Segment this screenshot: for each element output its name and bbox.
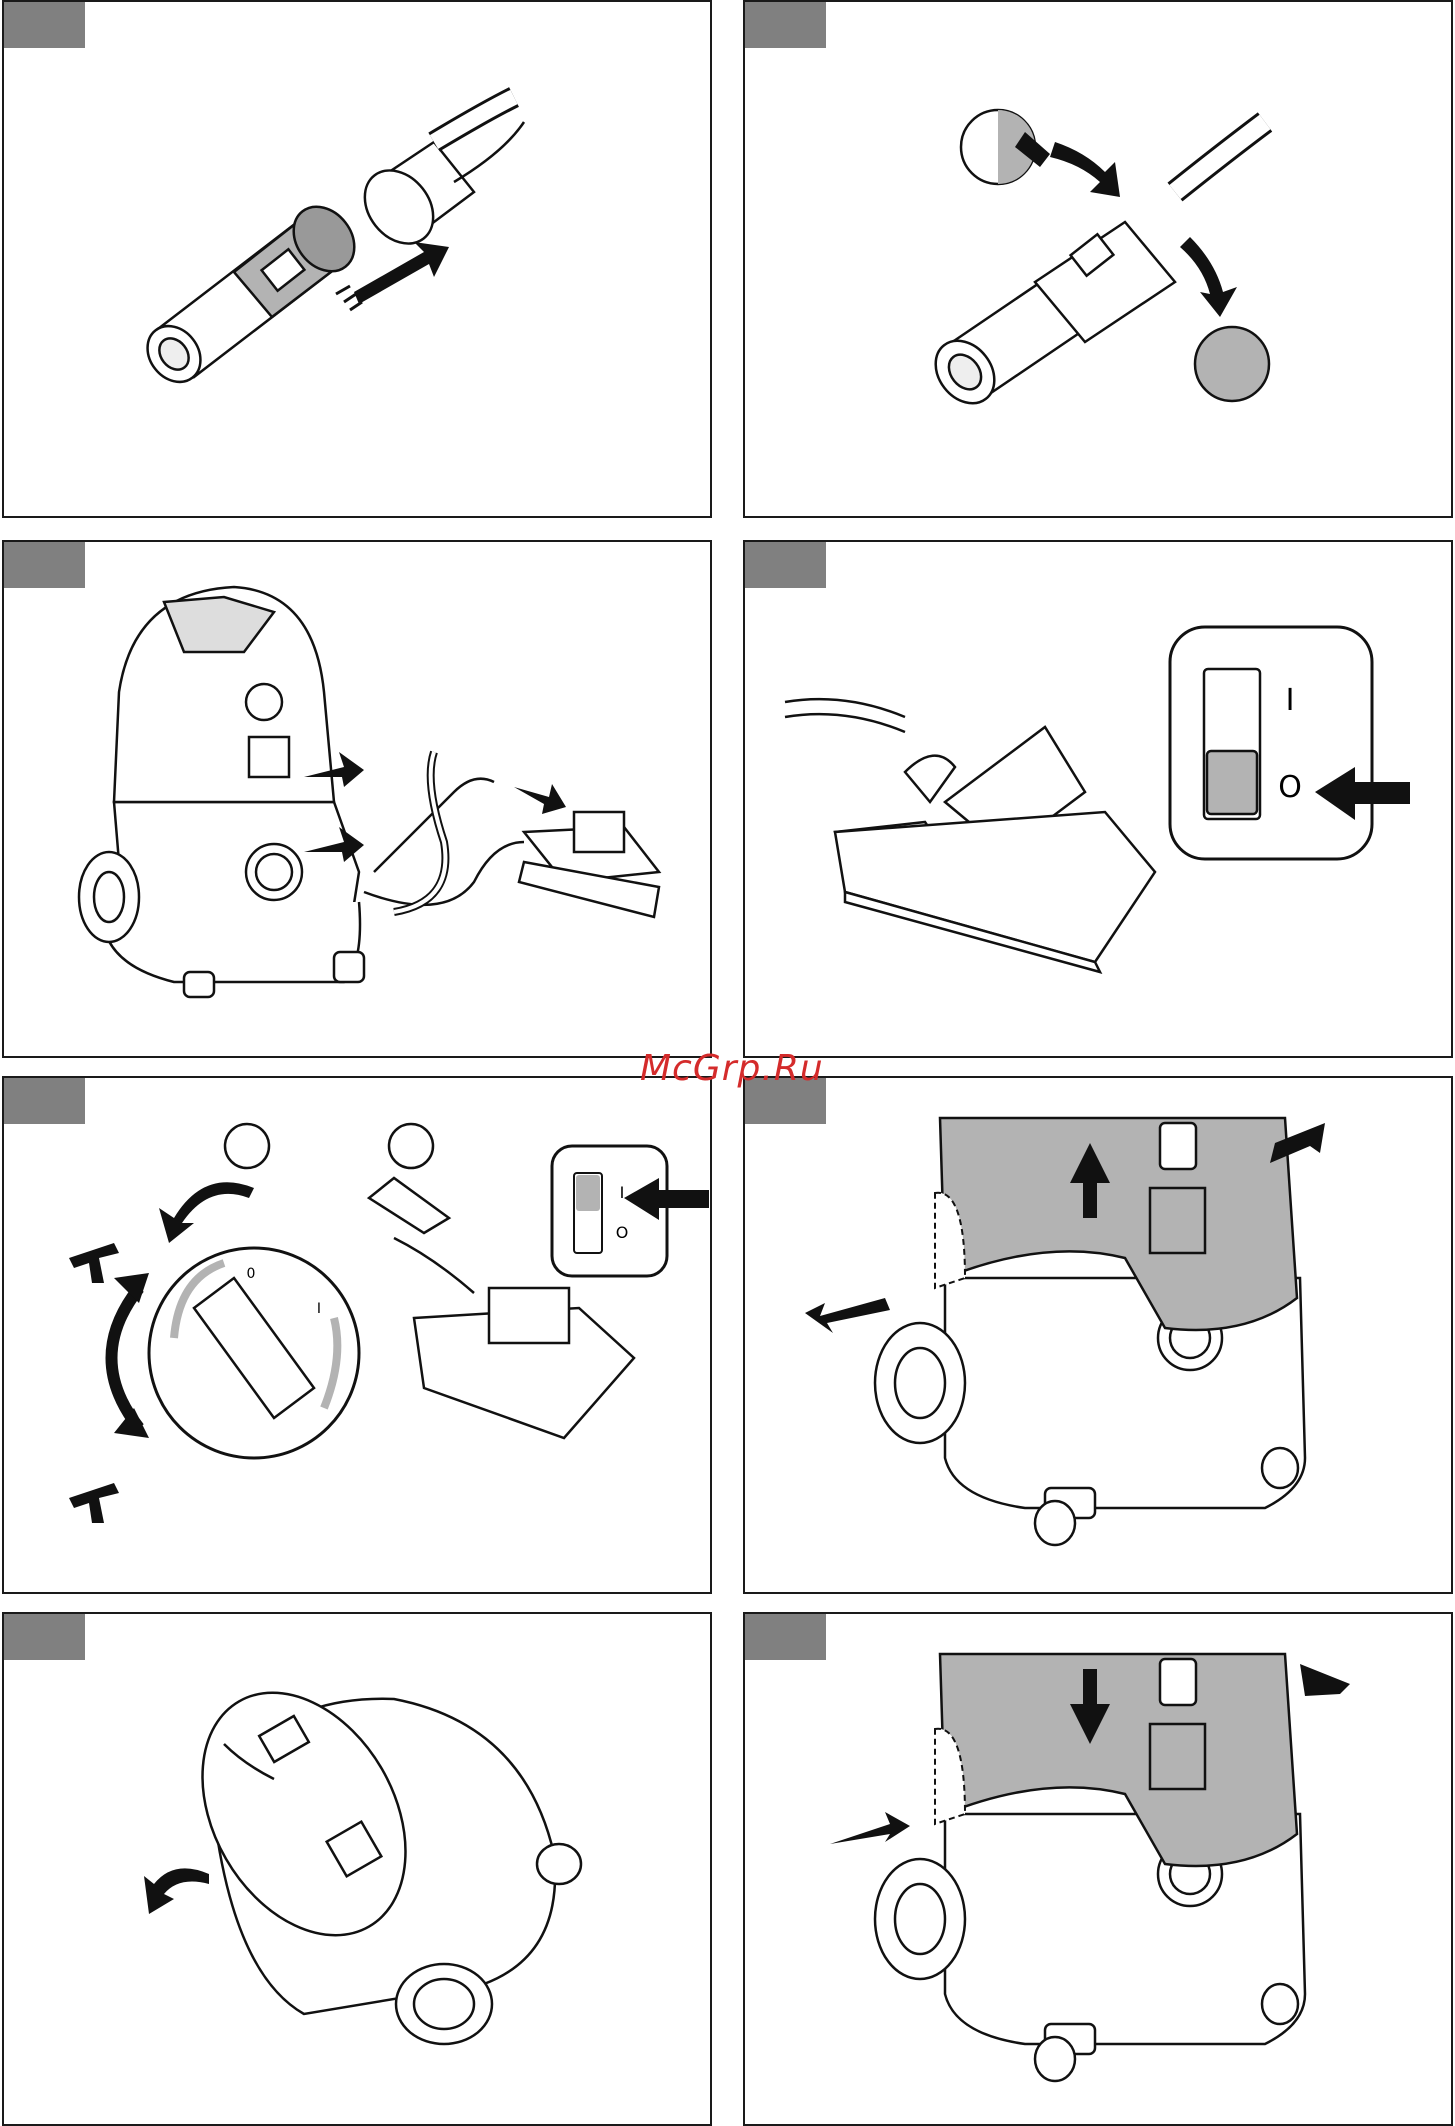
panel-tool-switch-off: I O xyxy=(743,540,1453,1058)
lock-indicator-icon xyxy=(1195,327,1269,401)
power-switch: I O xyxy=(1170,627,1372,859)
panel-suction-adjust: 0 I I O xyxy=(2,1076,712,1594)
panel-hose-connect xyxy=(2,0,712,518)
panel-remove-head xyxy=(743,1076,1453,1594)
vacuum-head-attach-icon xyxy=(745,1614,1453,2126)
suction-dial-icon: 0 I I O xyxy=(4,1078,712,1594)
vacuum-head-remove-icon xyxy=(745,1078,1453,1594)
panel-hose-rotate-lock xyxy=(743,0,1453,518)
panel-tip-over-container xyxy=(2,1612,712,2126)
dial-zero-label: 0 xyxy=(247,1266,256,1282)
watermark: McGrp.Ru xyxy=(640,1048,824,1089)
hose-rotate-lock-icon xyxy=(745,2,1453,518)
container-empty-icon xyxy=(4,1614,712,2126)
switch-on-label: I xyxy=(1286,683,1295,718)
dial-max-label: I xyxy=(317,1301,321,1317)
sander-switch-off-icon: I O xyxy=(745,542,1453,1058)
vacuum-tool-connection-icon xyxy=(4,542,712,1058)
panel-tool-connect xyxy=(2,540,712,1058)
switch-on-label: I xyxy=(620,1183,625,1202)
switch-off-label: O xyxy=(616,1223,629,1242)
hose-adapter-insert-icon xyxy=(4,2,712,518)
switch-off-label: O xyxy=(1278,770,1302,805)
panel-attach-head xyxy=(743,1612,1453,2126)
